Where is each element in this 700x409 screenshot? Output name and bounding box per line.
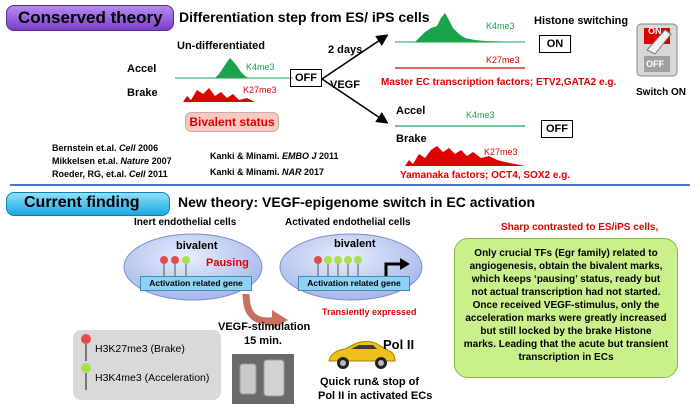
refs-right: Kanki & Minami. EMBO J 2011 Kanki & Mina… <box>210 148 339 180</box>
accel-label-2: Accel <box>396 105 426 117</box>
histone-switching-label: Histone switching <box>534 15 629 27</box>
switch-off-text: OFF <box>646 59 664 69</box>
inert-bivalent-label: bivalent <box>176 240 218 252</box>
histone-legend-box <box>73 330 221 400</box>
differentiation-heading: Differentiation step from ES/ iPS cells <box>179 9 430 25</box>
off-k27me3-track <box>395 146 525 166</box>
transiently-expressed-label: Transiently expressed <box>322 307 417 317</box>
sharp-contrast-label: Sharp contrasted to ES/iPS cells, <box>501 222 659 233</box>
on-k27me3-track <box>395 67 525 69</box>
sports-car-icon <box>328 340 396 369</box>
current-finding-banner <box>6 192 170 216</box>
undifferentiated-label: Un-differentiated <box>177 40 265 52</box>
undiff-k27me3-label: K27me3 <box>243 85 277 95</box>
switch-on-label: Switch ON <box>636 87 687 98</box>
accel-marker-icon <box>81 363 91 390</box>
conserved-theory-banner <box>6 5 174 31</box>
ref-right-2: Kanki & Minami. NAR 2017 <box>210 167 325 177</box>
on-k4me3-track <box>395 13 525 43</box>
two-days-label: 2 days <box>328 44 363 56</box>
bivalent-status-badge: Bivalent status <box>185 112 279 132</box>
undiff-k27me3-track <box>175 88 293 102</box>
ref-right-1: Kanki & Minami. EMBO J 2011 <box>210 151 339 161</box>
undiff-k4me3-label: K4me3 <box>246 62 275 72</box>
master-tf-label: Master EC transcription factors; ETV2,GA… <box>381 77 617 88</box>
current-finding-title: Current finding <box>24 194 140 211</box>
brake-label: Brake <box>127 87 158 99</box>
ref-left-2: Mikkelsen et.al. Nature 2007 <box>52 156 172 166</box>
conserved-theory-title: Conserved theory <box>18 8 163 27</box>
activated-bivalent-label: bivalent <box>334 238 376 250</box>
brake-marker-icon <box>81 334 91 361</box>
inert-cells-label: Inert endothelial cells <box>134 217 237 228</box>
activated-gene-box: Activation related gene <box>298 276 410 291</box>
vegf-stimulation-label: VEGF-stimulation <box>218 321 311 333</box>
yamanaka-label: Yamanaka factors; OCT4, SOX2 e.g. <box>400 170 571 181</box>
pedals-image <box>232 354 294 404</box>
refs-left: Bernstein et.al. Cell 2006 Mikkelsen et.… <box>52 142 172 181</box>
section-divider <box>10 184 690 186</box>
pausing-label: Pausing <box>206 257 249 269</box>
off-k27me3-label: K27me3 <box>484 147 518 157</box>
legend-brake-label: H3K27me3 (Brake) <box>95 343 185 355</box>
switch-on-text: ON <box>648 26 662 36</box>
legend-accel-label: H3K4me3 (Acceleration) <box>95 372 210 384</box>
activated-cells-label: Activated endothelial cells <box>285 217 411 228</box>
pol2-label: Pol II <box>383 337 415 352</box>
vegf-minutes-label: 15 min. <box>244 335 282 347</box>
off-state-box: OFF <box>290 69 322 87</box>
off-k4me3-track <box>395 125 525 127</box>
quick-run-line1: Quick run& stop of <box>320 376 419 388</box>
on-state-box: ON <box>539 35 571 53</box>
off-k4me3-label: K4me3 <box>466 110 495 120</box>
on-k4me3-label: K4me3 <box>486 21 515 31</box>
undiff-k4me3-track <box>175 58 293 79</box>
ref-left-1: Bernstein et.al. Cell 2006 <box>52 143 159 153</box>
stimulation-curved-arrow <box>242 293 288 330</box>
summary-box: Only crucial TFs (Egr family) related to… <box>454 238 678 378</box>
brake-label-2: Brake <box>396 133 427 145</box>
quick-run-line2: Pol II in activated ECs <box>318 390 433 402</box>
toggle-switch-icon <box>636 23 678 77</box>
accel-label: Accel <box>127 63 157 75</box>
branch-arrows <box>321 34 389 124</box>
inert-gene-box: Activation related gene <box>140 276 252 291</box>
ref-left-3: Roeder, RG, et.al. Cell 2011 <box>52 169 168 179</box>
vegf-label: VEGF <box>330 79 360 91</box>
off-state-box-2: OFF <box>541 120 573 138</box>
on-k27me3-label: K27me3 <box>486 55 520 65</box>
new-theory-heading: New theory: VEGF-epigenome switch in EC … <box>178 194 536 210</box>
